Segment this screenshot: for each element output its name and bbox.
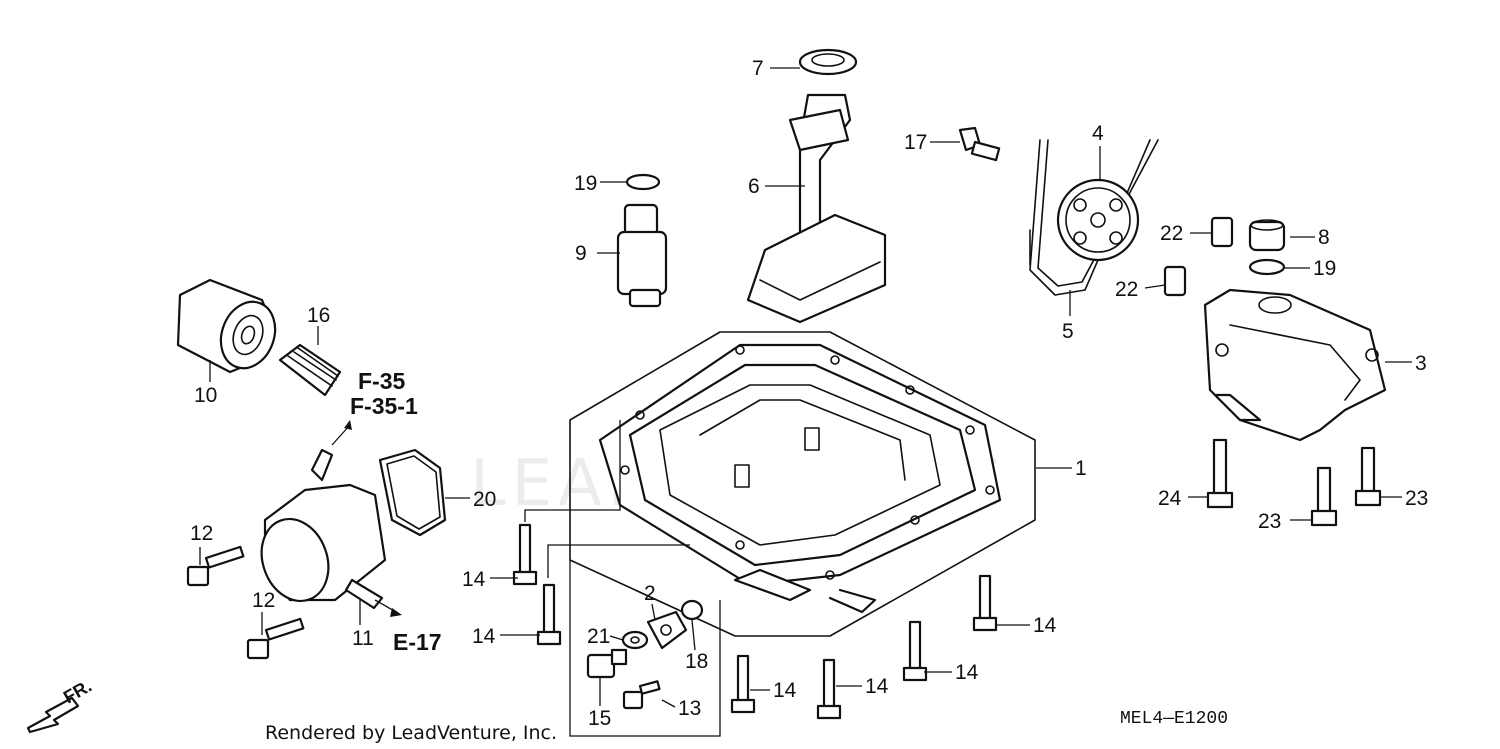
callout-12-lower: 12 <box>252 589 275 612</box>
callout-18: 18 <box>685 650 708 673</box>
callout-14-e: 14 <box>955 661 979 684</box>
bolt-14-d[interactable] <box>816 658 842 720</box>
collar-8[interactable] <box>1248 219 1286 252</box>
sensor-cover-2[interactable] <box>646 610 688 650</box>
callout-23-right: 23 <box>1405 487 1428 510</box>
callout-4: 4 <box>1092 122 1104 145</box>
bolt-14-a[interactable] <box>512 523 538 586</box>
callout-12-upper: 12 <box>190 522 213 545</box>
bolt-12-lower[interactable] <box>246 617 305 660</box>
ref-f-35-1: F-35-1 <box>350 393 418 419</box>
callout-9: 9 <box>575 242 587 265</box>
callout-22-upper: 22 <box>1160 222 1183 245</box>
bolt-17[interactable] <box>958 126 1001 162</box>
bolt-14-e[interactable] <box>902 620 928 682</box>
credit-footer: Rendered by LeadVenture, Inc. <box>265 722 557 744</box>
bolt-14-c[interactable] <box>730 654 756 714</box>
leader-lines <box>199 67 1412 737</box>
oil-pan[interactable] <box>569 331 1036 637</box>
bolt-15[interactable] <box>586 648 628 679</box>
o-ring-18[interactable] <box>680 599 704 621</box>
washer-21[interactable] <box>621 630 649 650</box>
dowel-pin-22-upper[interactable] <box>1210 216 1234 248</box>
o-ring-19-left[interactable] <box>625 173 661 191</box>
callout-14-a: 14 <box>462 568 486 591</box>
reference-labels: F-35 F-35-1 E-17 <box>350 368 442 655</box>
diagram-code: MEL4—E1200 <box>1120 709 1228 729</box>
callout-17: 17 <box>904 131 927 154</box>
oil-filter[interactable] <box>176 278 284 376</box>
bolt-14-f[interactable] <box>972 574 998 632</box>
bolt-24[interactable] <box>1206 438 1234 509</box>
callout-14-b: 14 <box>472 625 496 648</box>
callout-22-lower: 22 <box>1115 278 1138 301</box>
callout-6: 6 <box>748 175 760 198</box>
oil-strainer[interactable] <box>746 93 887 324</box>
callout-14-f: 14 <box>1033 614 1057 637</box>
callout-15: 15 <box>588 707 611 730</box>
bolt-23-right[interactable] <box>1354 446 1382 507</box>
dowel-pin-22-lower[interactable] <box>1163 265 1187 297</box>
callout-11: 11 <box>352 627 374 650</box>
oil-cooler-gasket[interactable] <box>378 448 447 537</box>
callout-19-right: 19 <box>1313 257 1336 280</box>
callout-16: 16 <box>307 304 330 327</box>
oil-cooler[interactable] <box>251 448 387 610</box>
callout-5: 5 <box>1062 320 1074 343</box>
bolt-13[interactable] <box>622 680 661 710</box>
bolt-12-upper[interactable] <box>186 545 245 587</box>
callout-2: 2 <box>644 582 656 605</box>
bolt-14-b[interactable] <box>536 583 562 646</box>
callout-14-c: 14 <box>773 679 797 702</box>
callout-1: 1 <box>1075 457 1087 480</box>
bolt-23-center[interactable] <box>1310 466 1338 527</box>
ref-f-35: F-35 <box>358 368 406 394</box>
callout-10: 10 <box>194 384 217 407</box>
callout-7: 7 <box>752 57 764 80</box>
oil-pump-sprocket[interactable] <box>1056 178 1140 262</box>
callout-20: 20 <box>473 488 496 511</box>
callout-13: 13 <box>678 697 701 720</box>
callout-21: 21 <box>587 625 610 648</box>
front-direction-arrow: FR. <box>26 676 95 734</box>
callout-labels: 1 2 3 4 5 6 7 8 9 10 11 12 12 13 14 14 1… <box>190 57 1428 730</box>
ref-e-17: E-17 <box>393 629 442 655</box>
callout-23-center: 23 <box>1258 510 1281 533</box>
callout-19-left: 19 <box>574 172 597 195</box>
callout-14-d: 14 <box>865 675 889 698</box>
callout-8: 8 <box>1318 226 1330 249</box>
callout-24: 24 <box>1158 487 1182 510</box>
o-ring-19-right[interactable] <box>1248 258 1286 276</box>
threaded-joint-16[interactable] <box>278 343 342 397</box>
strainer-seal[interactable] <box>798 48 858 76</box>
callout-3: 3 <box>1415 352 1427 375</box>
oil-pump[interactable] <box>1203 288 1387 442</box>
relief-valve[interactable] <box>616 203 668 308</box>
